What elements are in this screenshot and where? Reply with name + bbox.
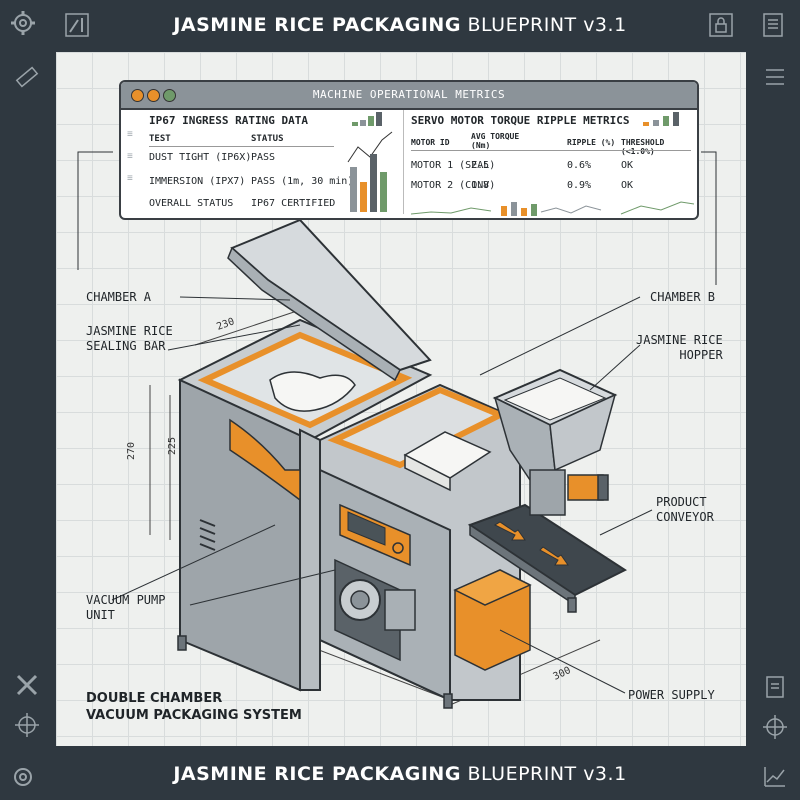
label-vacuum-pump: VACUUM PUMP UNIT xyxy=(86,593,166,622)
label-sealing-bar: JASMINE RICE SEALING BAR xyxy=(86,324,173,353)
servo-col-ripple: RIPPLE (%) xyxy=(567,138,616,147)
crosshair-icon[interactable] xyxy=(760,712,790,742)
document-icon[interactable] xyxy=(758,10,788,40)
label-hopper: JASMINE RICE HOPPER xyxy=(636,333,723,362)
label-power-supply: POWER SUPPLY xyxy=(628,688,715,702)
window-dot-icon[interactable] xyxy=(147,89,160,102)
body-front-a xyxy=(299,428,321,691)
servo-mini-bars xyxy=(643,112,679,126)
menu-icon[interactable]: ≡ xyxy=(127,151,133,162)
clipboard-icon[interactable] xyxy=(760,672,790,702)
ingress-row-test: IMMERSION (IPX7) xyxy=(149,176,246,187)
footer-title: JASMINE RICE PACKAGING BLUEPRINT v3.1 xyxy=(0,763,800,785)
label-chamber-a: CHAMBER A xyxy=(86,290,152,304)
dim-300: 300 xyxy=(552,665,573,683)
servo-row-threshold: OK xyxy=(621,160,634,171)
panel-titlebar: MACHINE OPERATIONAL METRICS xyxy=(121,82,697,110)
ingress-row-status: IP67 CERTIFIED xyxy=(251,198,336,209)
chamber-a-lid-edge xyxy=(227,246,401,382)
layers-icon[interactable] xyxy=(760,62,790,92)
servo-row-torque: 2.5 xyxy=(471,160,490,171)
crosshair-icon[interactable] xyxy=(12,710,42,740)
dim-270: 270 xyxy=(126,442,137,460)
metrics-panel: MACHINE OPERATIONAL METRICS ≡ ≡ ≡ IP67 I… xyxy=(119,80,699,220)
ingress-row-test: DUST TIGHT (IP6X) xyxy=(149,152,252,163)
servo-row-ripple: 0.9% xyxy=(567,180,592,191)
gear-icon[interactable] xyxy=(8,8,38,38)
label-chamber-b: CHAMBER B xyxy=(650,290,716,304)
servo-col-torque: AVG TORQUE (Nm) xyxy=(471,132,520,150)
menu-icon[interactable]: ≡ xyxy=(127,173,133,184)
wrench-icon[interactable] xyxy=(12,670,42,700)
rice-bag-a xyxy=(269,371,356,412)
servo-col-motor: MOTOR ID xyxy=(411,138,450,147)
menu-icon[interactable]: ≡ xyxy=(127,129,133,140)
page-title: JASMINE RICE PACKAGING BLUEPRINT v3.1 xyxy=(0,14,800,36)
ingress-heading: IP67 INGRESS RATING DATA xyxy=(149,114,308,127)
ingress-col-test: TEST xyxy=(149,134,171,144)
gutter-icons: ≡ ≡ ≡ xyxy=(127,124,137,190)
ingress-mini-chart xyxy=(347,112,393,212)
ingress-row-status: PASS xyxy=(251,152,276,163)
servo-row-torque: 1.8 xyxy=(471,180,490,191)
servo-row-motor: MOTOR 1 (SEAL) xyxy=(411,160,496,171)
servo-col-threshold: THRESHOLD (<1.0%) xyxy=(621,138,665,156)
panel-title: MACHINE OPERATIONAL METRICS xyxy=(312,88,506,101)
system-caption: DOUBLE CHAMBER VACUUM PACKAGING SYSTEM xyxy=(86,691,302,723)
footer-title-bold: JASMINE RICE PACKAGING xyxy=(173,763,461,785)
servo-sparklines xyxy=(411,201,695,216)
window-dot-icon[interactable] xyxy=(131,89,144,102)
tools-icon[interactable] xyxy=(62,10,92,40)
window-dot-icon[interactable] xyxy=(163,89,176,102)
title-light: BLUEPRINT v3.1 xyxy=(467,14,627,36)
ingress-row-test: OVERALL STATUS xyxy=(149,198,234,209)
ruler-icon[interactable] xyxy=(12,62,42,92)
servo-heading: SERVO MOTOR TORQUE RIPPLE METRICS xyxy=(411,114,630,127)
servo-row-ripple: 0.6% xyxy=(567,160,592,171)
chart-icon[interactable] xyxy=(760,762,790,792)
label-conveyor: PRODUCT CONVEYOR xyxy=(656,495,714,524)
ingress-col-status: STATUS xyxy=(251,134,284,144)
servo-row-threshold: OK xyxy=(621,180,634,191)
chamber-a-orange-frame xyxy=(229,418,301,502)
ingress-row-status: PASS (1m, 30 min) xyxy=(251,176,354,187)
footer-title-light: BLUEPRINT v3.1 xyxy=(467,763,627,785)
dim-230: 230 xyxy=(215,316,236,333)
gear-icon[interactable] xyxy=(8,762,38,792)
title-bold: JASMINE RICE PACKAGING xyxy=(173,14,461,36)
servo-row-motor: MOTOR 2 (CONV) xyxy=(411,180,496,191)
lock-icon[interactable] xyxy=(706,10,736,40)
dim-225: 225 xyxy=(167,437,178,455)
